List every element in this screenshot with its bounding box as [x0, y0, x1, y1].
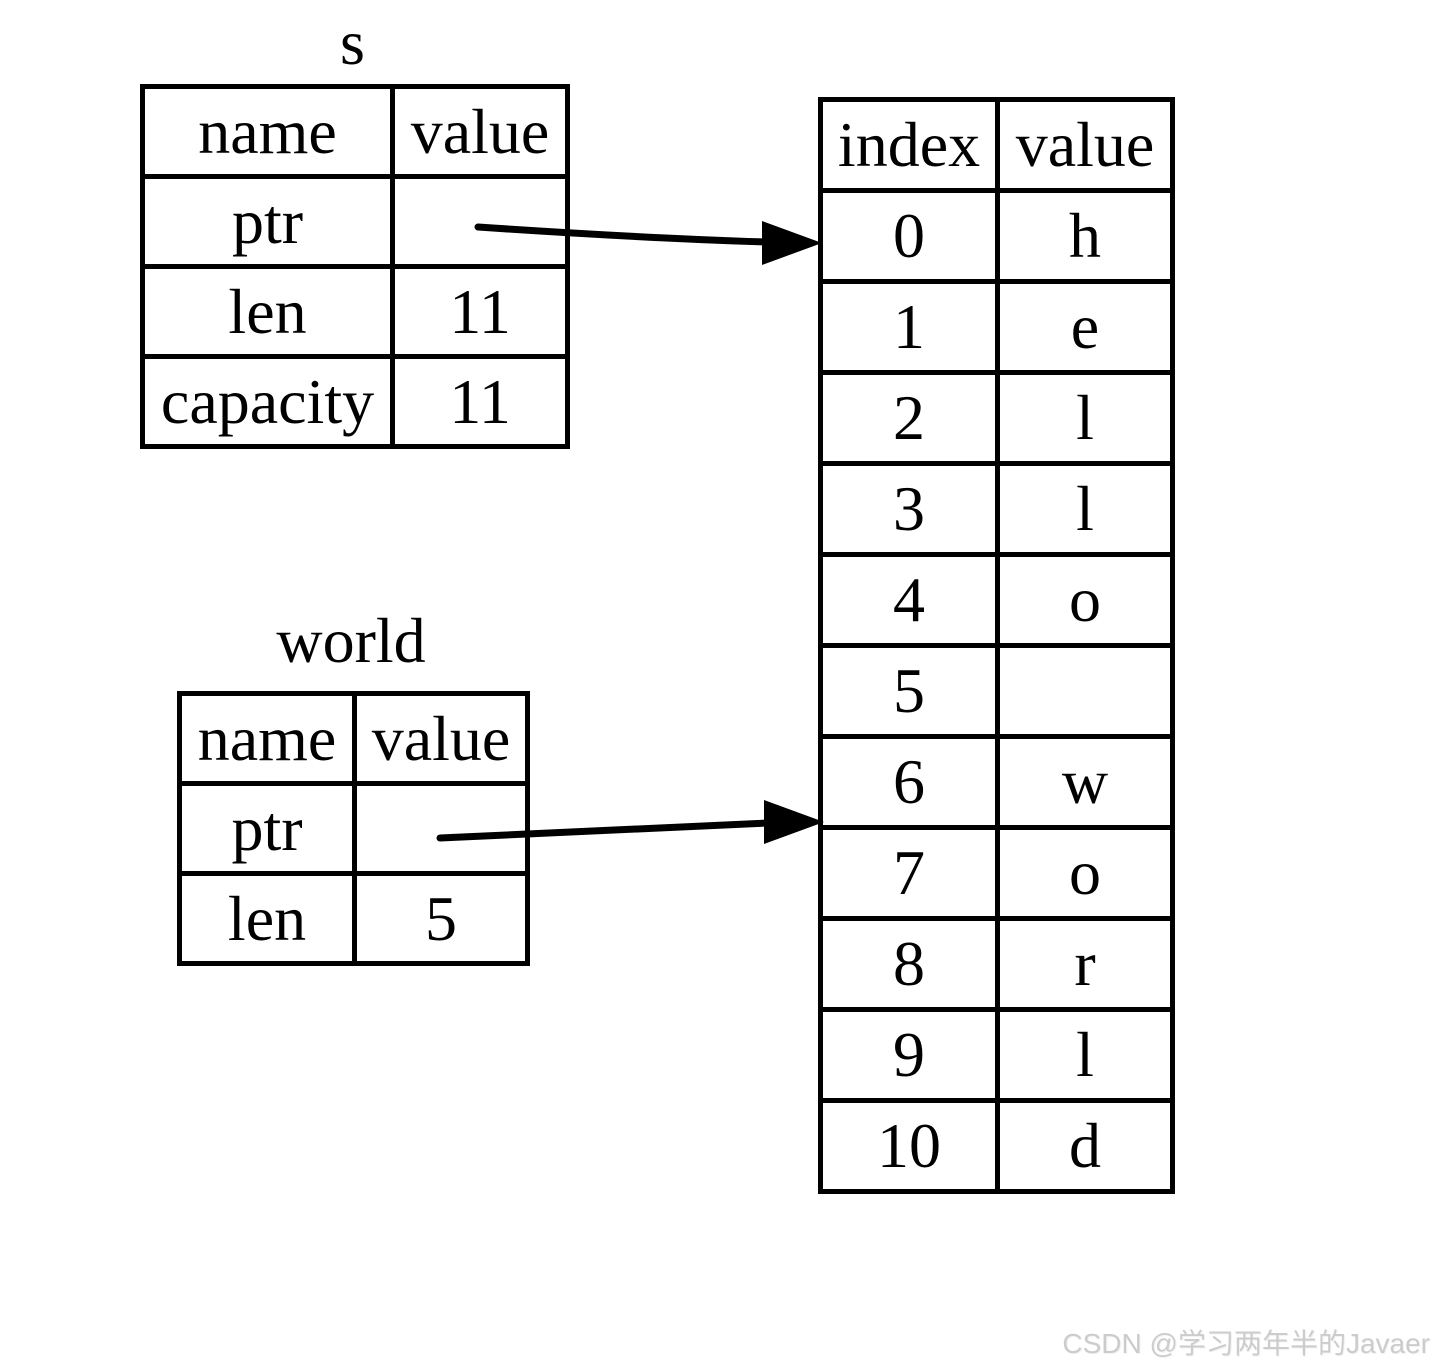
heap-value-cell: e — [995, 279, 1175, 375]
s-row-capacity: capacity 11 — [140, 354, 570, 449]
heap-value-cell: w — [995, 734, 1175, 830]
heap-index-cell: 0 — [818, 188, 1000, 284]
world-struct-table: name value ptr len 5 — [177, 691, 530, 966]
heap-row-7: 7 o — [818, 825, 1175, 921]
s-table-title: s — [340, 7, 365, 78]
heap-row-6: 6 w — [818, 734, 1175, 830]
world-len-value-cell: 5 — [352, 871, 530, 966]
heap-row-4: 4 o — [818, 552, 1175, 648]
heap-value-cell: h — [995, 188, 1175, 284]
heap-value-cell — [995, 643, 1175, 739]
heap-value-cell: l — [995, 370, 1175, 466]
s-header-row: name value — [140, 84, 570, 179]
heap-index-cell: 10 — [818, 1098, 1000, 1194]
heap-index-cell: 5 — [818, 643, 1000, 739]
heap-row-9: 9 l — [818, 1007, 1175, 1103]
s-row-ptr: ptr — [140, 174, 570, 269]
world-row-ptr: ptr — [177, 781, 530, 876]
world-table-title: world — [276, 605, 426, 676]
world-len-name-cell: len — [177, 871, 357, 966]
world-ptr-value-cell — [352, 781, 530, 876]
s-struct-table: name value ptr len 11 capacity 11 — [140, 84, 570, 449]
heap-header-value: value — [995, 97, 1175, 193]
s-len-value-cell: 11 — [390, 264, 570, 359]
heap-index-cell: 7 — [818, 825, 1000, 921]
heap-value-cell: o — [995, 825, 1175, 921]
s-header-name: name — [140, 84, 395, 179]
heap-value-cell: l — [995, 461, 1175, 557]
heap-index-cell: 6 — [818, 734, 1000, 830]
world-header-value: value — [352, 691, 530, 786]
world-ptr-name-cell: ptr — [177, 781, 357, 876]
s-capacity-name-cell: capacity — [140, 354, 395, 449]
heap-buffer-table: index value 0 h 1 e 2 l 3 l 4 o 5 6 w — [818, 97, 1175, 1194]
world-header-row: name value — [177, 691, 530, 786]
heap-index-cell: 8 — [818, 916, 1000, 1012]
csdn-watermark: CSDN @学习两年半的Javaer — [1062, 1328, 1430, 1359]
s-ptr-value-cell — [390, 174, 570, 269]
heap-row-2: 2 l — [818, 370, 1175, 466]
heap-header-row: index value — [818, 97, 1175, 193]
heap-value-cell: l — [995, 1007, 1175, 1103]
s-capacity-value-cell: 11 — [390, 354, 570, 449]
heap-row-8: 8 r — [818, 916, 1175, 1012]
heap-row-5: 5 — [818, 643, 1175, 739]
heap-value-cell: r — [995, 916, 1175, 1012]
world-row-len: len 5 — [177, 871, 530, 966]
heap-row-1: 1 e — [818, 279, 1175, 375]
s-ptr-name-cell: ptr — [140, 174, 395, 269]
s-len-name-cell: len — [140, 264, 395, 359]
s-row-len: len 11 — [140, 264, 570, 359]
world-header-name: name — [177, 691, 357, 786]
heap-index-cell: 3 — [818, 461, 1000, 557]
s-header-value: value — [390, 84, 570, 179]
heap-row-3: 3 l — [818, 461, 1175, 557]
heap-index-cell: 2 — [818, 370, 1000, 466]
heap-index-cell: 4 — [818, 552, 1000, 648]
heap-value-cell: o — [995, 552, 1175, 648]
heap-index-cell: 1 — [818, 279, 1000, 375]
heap-header-index: index — [818, 97, 1000, 193]
heap-row-0: 0 h — [818, 188, 1175, 284]
heap-value-cell: d — [995, 1098, 1175, 1194]
heap-index-cell: 9 — [818, 1007, 1000, 1103]
heap-row-10: 10 d — [818, 1098, 1175, 1194]
